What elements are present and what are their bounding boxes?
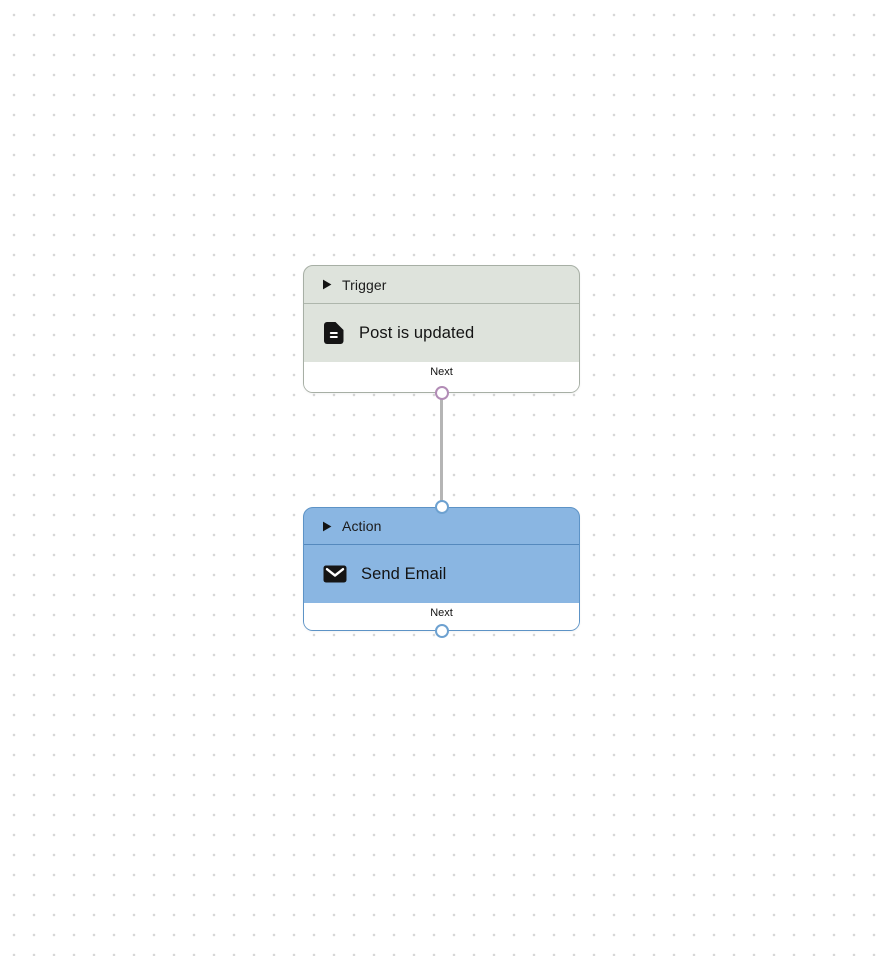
trigger-next-label: Next <box>430 366 453 378</box>
play-triangle-icon[interactable] <box>322 521 332 532</box>
action-type-label: Action <box>342 518 382 534</box>
trigger-header[interactable]: Trigger <box>304 266 579 304</box>
node-trigger[interactable]: Trigger Post is updated Next <box>303 265 580 400</box>
action-output-port[interactable] <box>434 624 449 638</box>
connection-edge[interactable] <box>440 394 443 507</box>
action-input-port[interactable] <box>434 500 449 514</box>
action-next-label: Next <box>430 607 453 619</box>
action-title: Send Email <box>361 564 447 583</box>
action-body[interactable]: Send Email <box>304 545 579 603</box>
trigger-type-label: Trigger <box>342 276 387 293</box>
trigger-title: Post is updated <box>359 323 475 342</box>
node-action[interactable]: Action Send Email Next <box>303 500 580 638</box>
document-icon <box>323 321 345 345</box>
email-icon <box>323 565 347 583</box>
action-header[interactable]: Action <box>304 508 579 545</box>
trigger-output-port[interactable] <box>434 386 449 400</box>
play-triangle-icon[interactable] <box>322 279 332 290</box>
trigger-body[interactable]: Post is updated <box>304 304 579 362</box>
